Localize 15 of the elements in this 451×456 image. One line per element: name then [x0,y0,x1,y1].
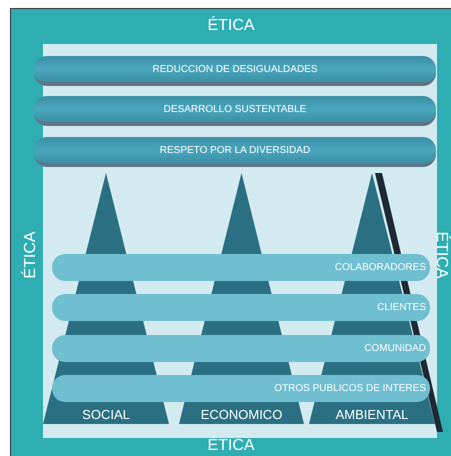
stakeholder-bar: COMUNIDAD [52,335,430,362]
pillar-label: ECONOMICO [200,407,284,422]
pillar-label: AMBIENTAL [334,407,410,422]
frame-label: ÉTICA [207,17,255,35]
principle-bar: REDUCCION DE DESIGUALDADES [34,56,436,86]
frame-label: ÉTICA [207,437,255,455]
stakeholder-bar: COLABORADORES [52,254,430,281]
principle-bar: DESARROLLO SUSTENTABLE [34,96,436,126]
stakeholder-bar: CLIENTES [52,294,430,321]
stakeholder-bar: OTROS PUBLICOS DE INTERES [52,375,430,402]
principle-bar: RESPETO POR LA DIVERSIDAD [34,137,436,167]
frame-panel [10,8,451,456]
frame-label: ÉTICA [22,231,40,279]
pillar-label: SOCIAL [81,407,131,422]
frame-label: ÉTICA [432,231,450,279]
